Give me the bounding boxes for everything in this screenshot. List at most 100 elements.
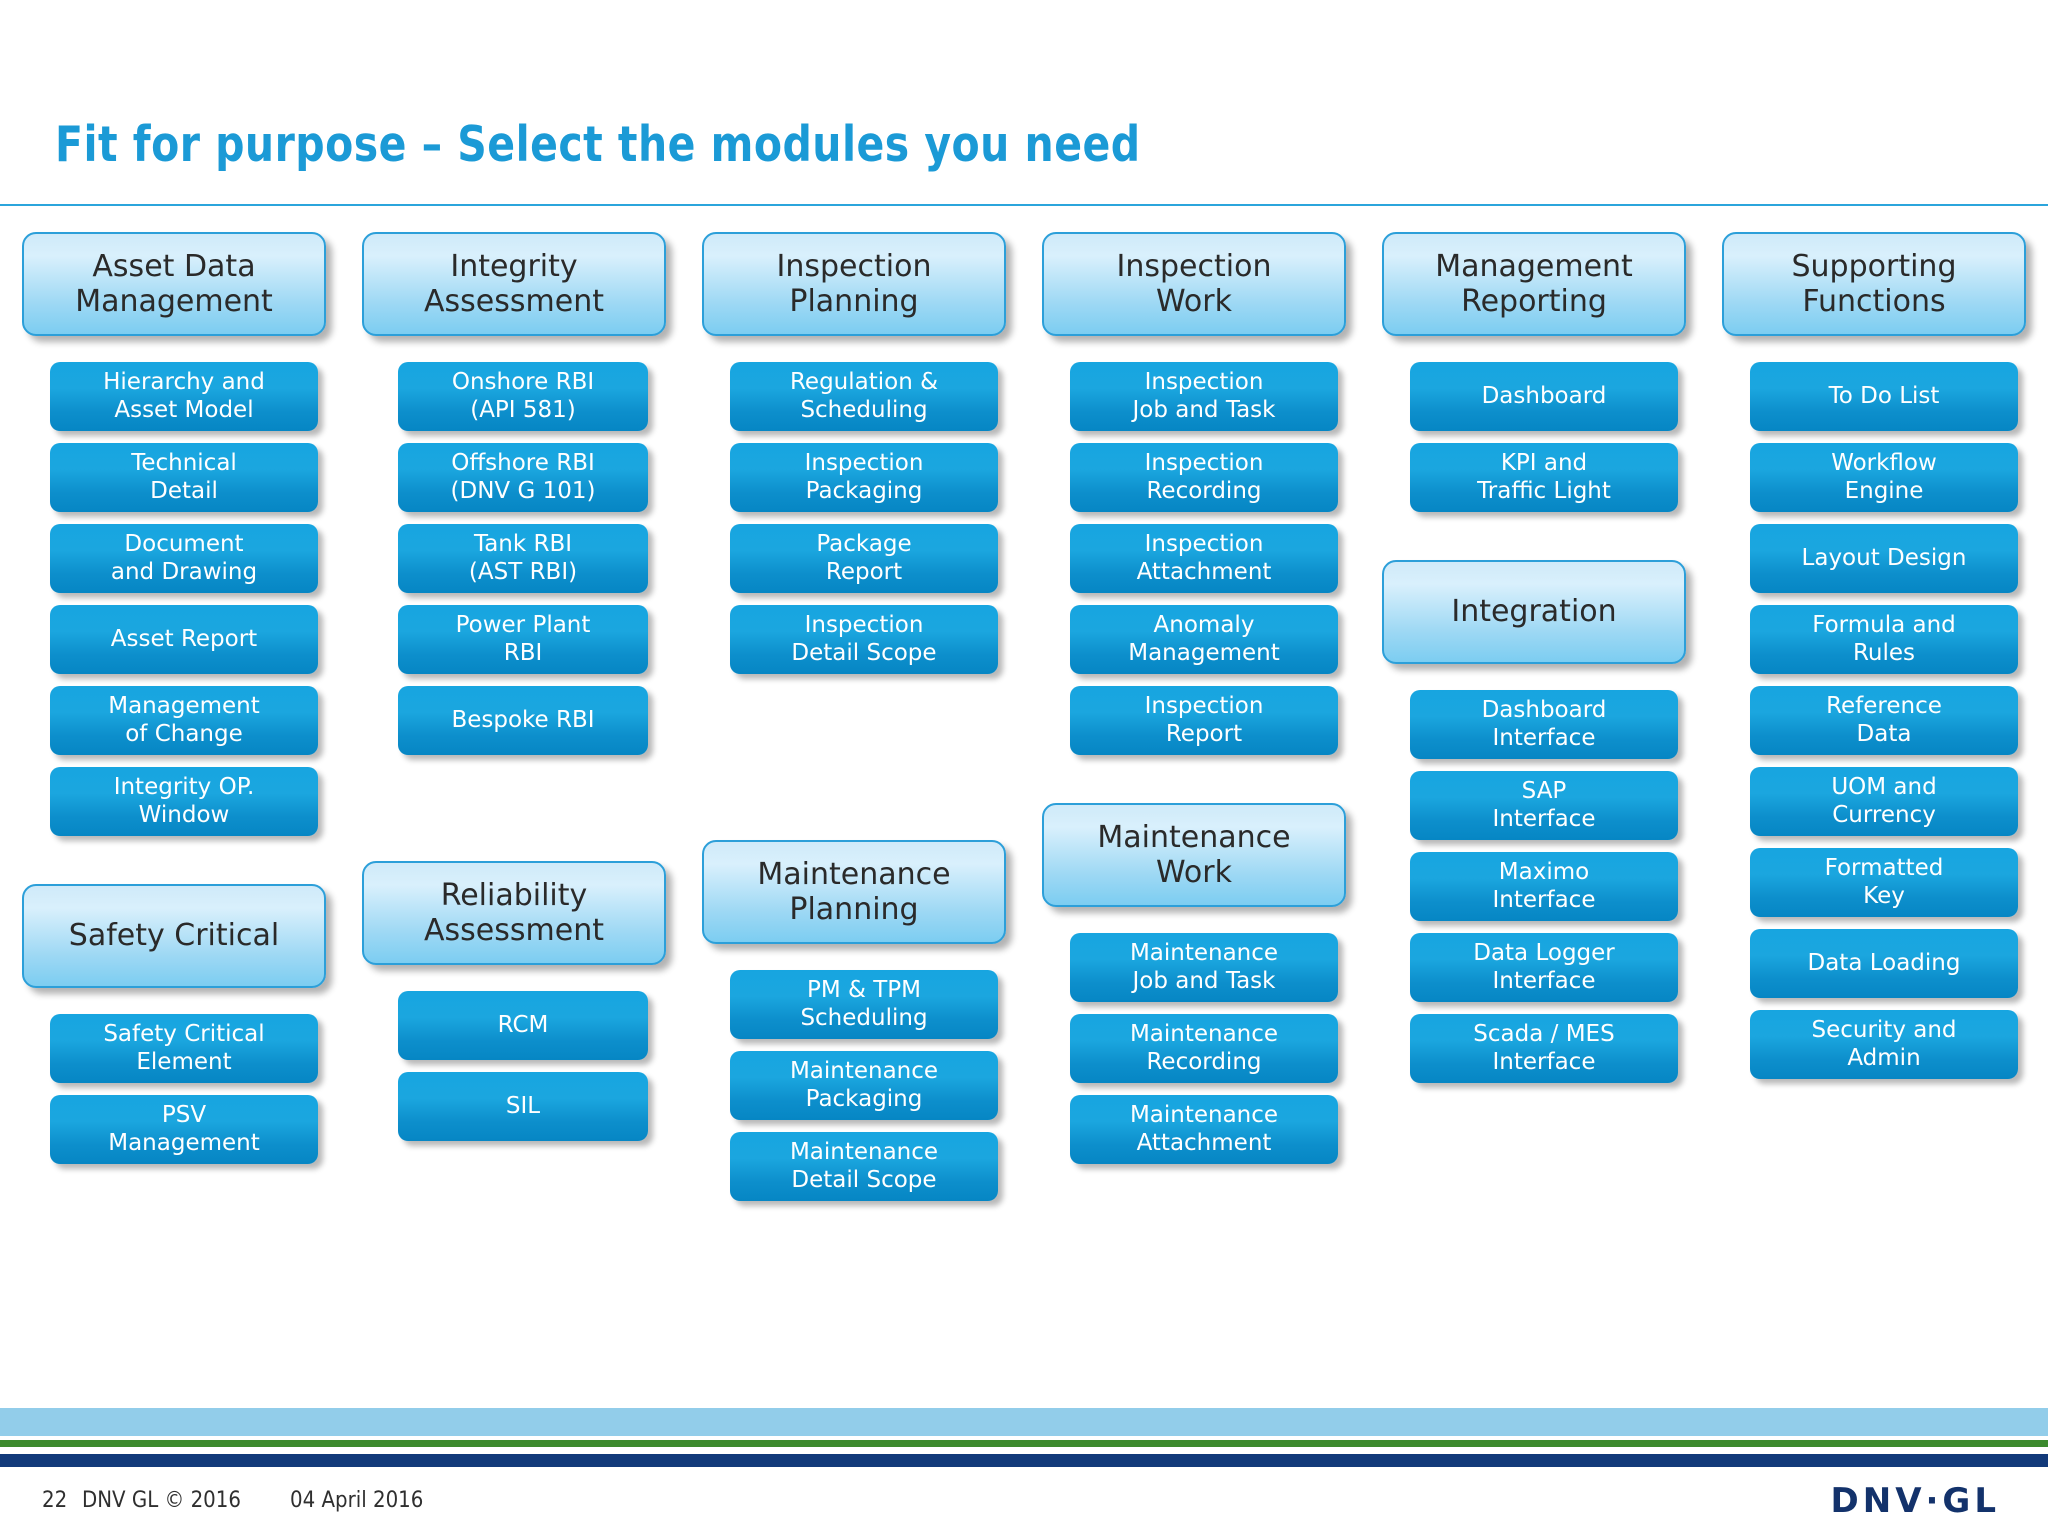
group-header-safety-critical[interactable]: Safety Critical	[22, 884, 326, 988]
module-box[interactable]: Inspection Attachment	[1070, 524, 1338, 593]
module-box[interactable]: Technical Detail	[50, 443, 318, 512]
header-line-2: Assessment	[424, 284, 604, 319]
module-label: RCM	[497, 1011, 549, 1038]
header-line-1: Asset Data	[92, 248, 256, 284]
spacer	[22, 848, 326, 884]
header-line-1: Management	[1435, 248, 1633, 284]
module-box[interactable]: Anomaly Management	[1070, 605, 1338, 674]
module-label: PM & TPM Scheduling	[800, 977, 928, 1031]
module-box[interactable]: Inspection Recording	[1070, 443, 1338, 512]
module-box[interactable]: Maintenance Recording	[1070, 1014, 1338, 1083]
module-box[interactable]: Maintenance Packaging	[730, 1051, 998, 1120]
group-header-integration[interactable]: Integration	[1382, 560, 1686, 664]
module-box[interactable]: Hierarchy and Asset Model	[50, 362, 318, 431]
footer-page-number: 22	[42, 1488, 68, 1513]
module-box[interactable]: Inspection Packaging	[730, 443, 998, 512]
module-label: Hierarchy and Asset Model	[103, 369, 265, 423]
header-line-1: Maintenance	[757, 856, 951, 892]
module-box[interactable]: Dashboard	[1410, 362, 1678, 431]
spacer	[1042, 767, 1346, 803]
module-box[interactable]: Maintenance Job and Task	[1070, 933, 1338, 1002]
footer-band-navy	[0, 1454, 2048, 1467]
module-box[interactable]: PM & TPM Scheduling	[730, 970, 998, 1039]
module-label: Inspection Report	[1144, 693, 1264, 747]
module-label: Bespoke RBI	[451, 706, 595, 733]
module-label: Data Logger Interface	[1473, 940, 1615, 994]
module-box[interactable]: Document and Drawing	[50, 524, 318, 593]
module-box[interactable]: UOM and Currency	[1750, 767, 2018, 836]
module-label: Inspection Attachment	[1136, 531, 1272, 585]
module-box[interactable]: PSV Management	[50, 1095, 318, 1164]
module-box[interactable]: Regulation & Scheduling	[730, 362, 998, 431]
module-box[interactable]: Tank RBI (AST RBI)	[398, 524, 648, 593]
module-box[interactable]: Bespoke RBI	[398, 686, 648, 755]
module-box[interactable]: Management of Change	[50, 686, 318, 755]
module-box[interactable]: Inspection Job and Task	[1070, 362, 1338, 431]
module-box[interactable]: Maintenance Attachment	[1070, 1095, 1338, 1164]
module-box[interactable]: SAP Interface	[1410, 771, 1678, 840]
spacer	[362, 767, 666, 861]
module-label: Workflow Engine	[1831, 450, 1937, 504]
module-box[interactable]: Inspection Report	[1070, 686, 1338, 755]
module-box[interactable]: Reference Data	[1750, 686, 2018, 755]
module-label: Anomaly Management	[1128, 612, 1280, 666]
module-box[interactable]: Formula and Rules	[1750, 605, 2018, 674]
module-box[interactable]: RCM	[398, 991, 648, 1060]
module-box[interactable]: Maintenance Detail Scope	[730, 1132, 998, 1201]
header-line-2: Work	[1156, 855, 1232, 890]
page-title: Fit for purpose – Select the modules you…	[55, 116, 1141, 173]
module-box[interactable]: Onshore RBI (API 581)	[398, 362, 648, 431]
module-box[interactable]: Maximo Interface	[1410, 852, 1678, 921]
footer-band-green	[0, 1440, 2048, 1447]
module-box[interactable]: Security and Admin	[1750, 1010, 2018, 1079]
dnv-gl-logo: DNV·GL	[1830, 1481, 2000, 1521]
module-label: Maintenance Detail Scope	[789, 1139, 939, 1193]
footer-band-white-upper	[0, 1436, 2048, 1440]
module-box[interactable]: Layout Design	[1750, 524, 2018, 593]
module-label: Package Report	[816, 531, 912, 585]
module-box[interactable]: Offshore RBI (DNV G 101)	[398, 443, 648, 512]
module-label: Reference Data	[1826, 693, 1942, 747]
module-box[interactable]: Data Loading	[1750, 929, 2018, 998]
module-box[interactable]: Workflow Engine	[1750, 443, 2018, 512]
module-label: PSV Management	[108, 1102, 260, 1156]
module-box[interactable]: Package Report	[730, 524, 998, 593]
module-box[interactable]: Data Logger Interface	[1410, 933, 1678, 1002]
module-box[interactable]: Formatted Key	[1750, 848, 2018, 917]
module-box[interactable]: Asset Report	[50, 605, 318, 674]
module-label: UOM and Currency	[1831, 774, 1937, 828]
module-box[interactable]: Inspection Detail Scope	[730, 605, 998, 674]
module-box[interactable]: Power Plant RBI	[398, 605, 648, 674]
header-line-1: Inspection	[776, 248, 932, 284]
module-label: KPI and Traffic Light	[1477, 450, 1611, 504]
module-box[interactable]: Integrity OP. Window	[50, 767, 318, 836]
footer-band-light-blue	[0, 1408, 2048, 1436]
module-box[interactable]: To Do List	[1750, 362, 2018, 431]
module-box[interactable]: Scada / MES Interface	[1410, 1014, 1678, 1083]
module-box[interactable]: Dashboard Interface	[1410, 690, 1678, 759]
module-box[interactable]: KPI and Traffic Light	[1410, 443, 1678, 512]
module-label: Integrity OP. Window	[113, 774, 255, 828]
header-line-2: Reporting	[1461, 284, 1607, 319]
module-box[interactable]: Safety Critical Element	[50, 1014, 318, 1083]
module-label: To Do List	[1828, 382, 1940, 409]
module-box[interactable]: SIL	[398, 1072, 648, 1141]
module-label: Inspection Packaging	[804, 450, 924, 504]
module-label: Formula and Rules	[1812, 612, 1956, 666]
module-label: Safety Critical Element	[103, 1021, 265, 1075]
module-label: Inspection Detail Scope	[791, 612, 937, 666]
